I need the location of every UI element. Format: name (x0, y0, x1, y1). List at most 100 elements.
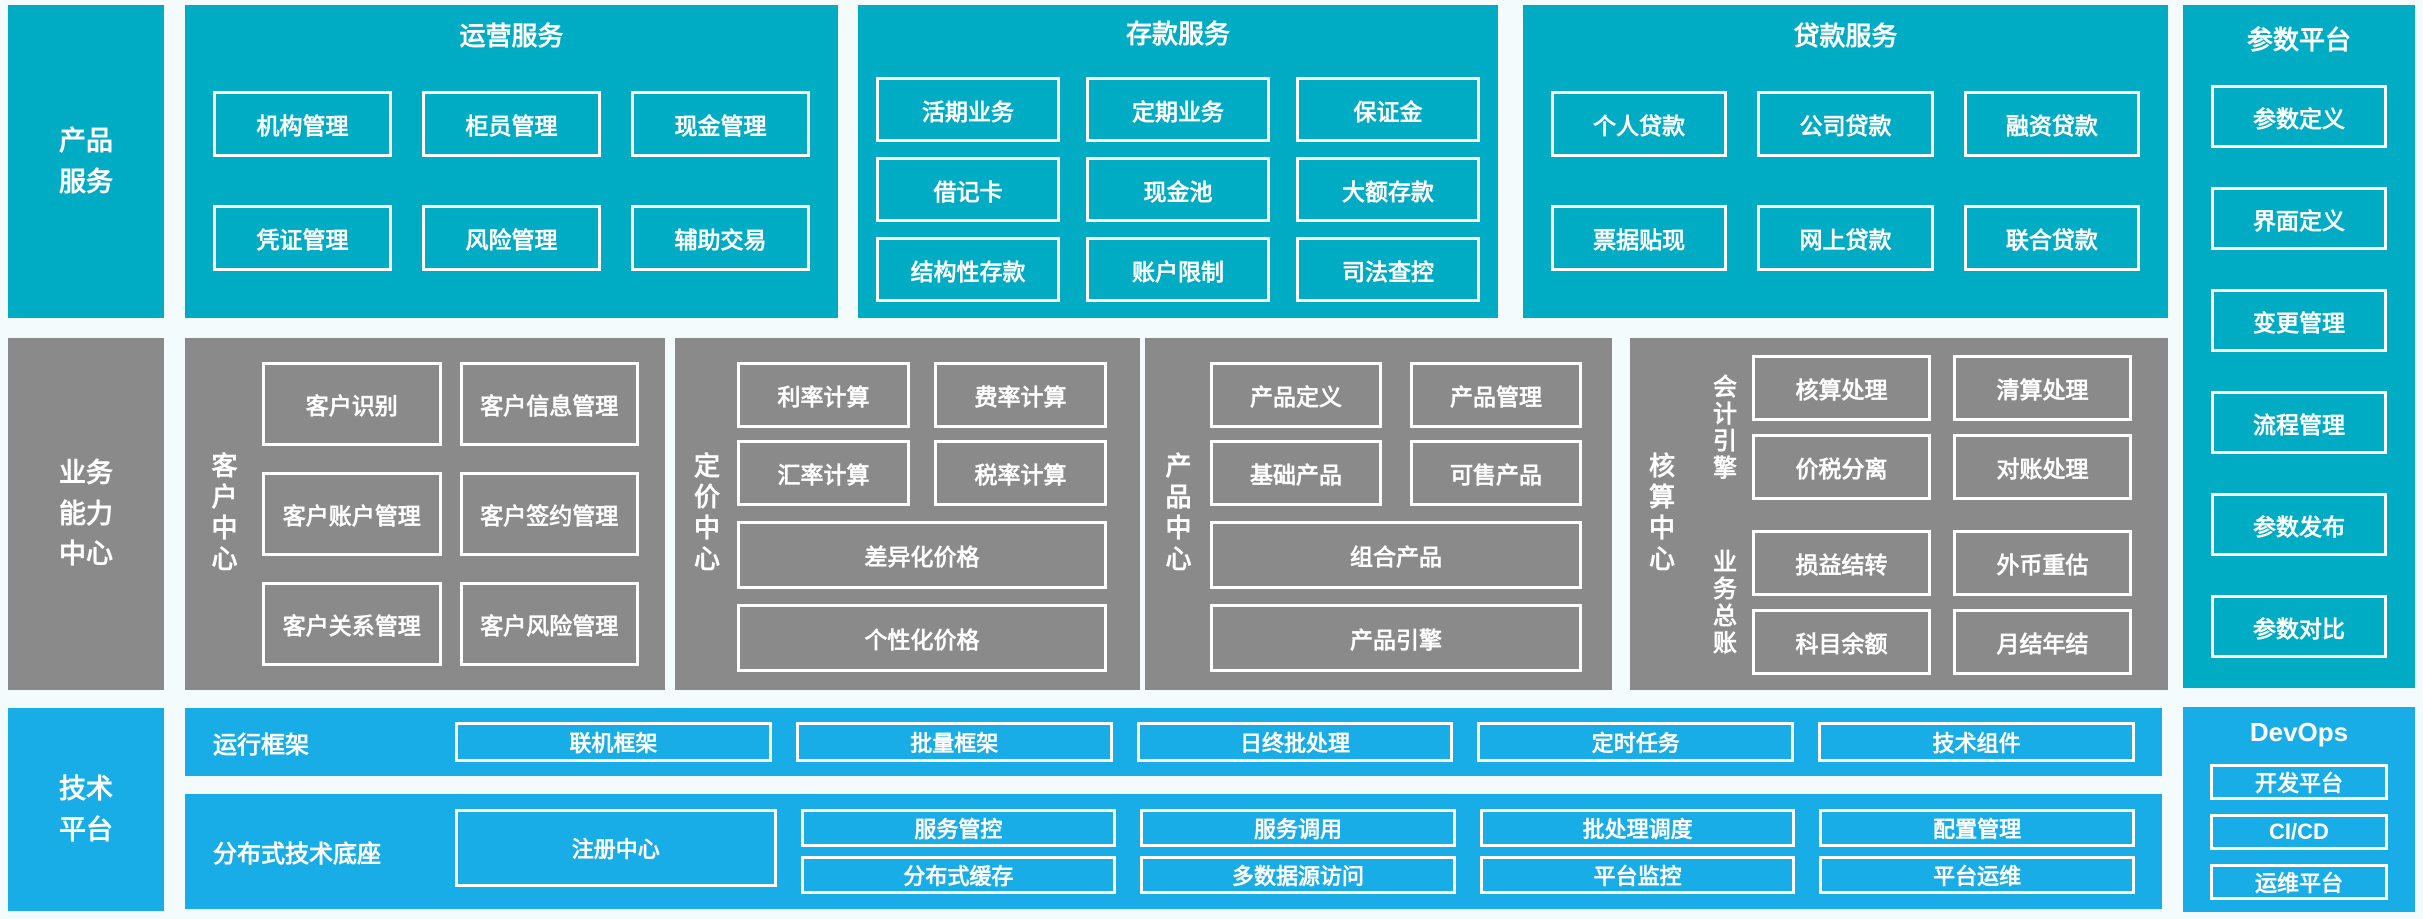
accounting-engine-item-box: 对账处理 (1953, 434, 2132, 500)
pricing-item-box: 汇率计算 (737, 440, 910, 506)
pricing-center-vertical-label: 定价中心 (690, 452, 721, 576)
section-accounting-center: 核算中心 会计引擎 核算处理 清算处理 价税分离 对账处理 业务总账 损 (1630, 338, 2168, 690)
deposit-item-box: 保证金 (1296, 77, 1480, 142)
accounting-engine-label-col: 会计引擎 (1692, 355, 1752, 500)
parameter-item-box: 变更管理 (2211, 289, 2387, 352)
product-center-item-box: 可售产品 (1410, 440, 1582, 506)
registry-center-box: 注册中心 (455, 809, 777, 887)
loan-item-box: 个人贷款 (1551, 91, 1728, 157)
loan-item-box: 网上贷款 (1757, 205, 1934, 271)
runtime-item-box: 日终批处理 (1136, 722, 1454, 762)
distributed-item-box: 配置管理 (1819, 809, 2135, 847)
loan-grid: 个人贷款 公司贷款 融资贷款 票据贴现 网上贷款 联合贷款 (1551, 91, 2140, 271)
section-pricing-center: 定价中心 利率计算 费率计算 汇率计算 税率计算 差异化价格 个性化价格 (675, 338, 1140, 690)
distributed-item-box: 分布式缓存 (800, 856, 1117, 894)
business-ledger-label-col: 业务总账 (1692, 530, 1752, 675)
operations-title: 运营服务 (459, 21, 564, 51)
devops-item-box: 运维平台 (2210, 864, 2388, 900)
operations-item-box: 辅助交易 (631, 205, 810, 271)
rail-business-capability-center: 业务能力中心 (8, 338, 164, 690)
runtime-framework-items: 联机框架 批量框架 日终批处理 定时任务 技术组件 (455, 722, 2135, 762)
section-operations-services: 运营服务 机构管理 柜员管理 现金管理 凭证管理 风险管理 辅助交易 (185, 5, 838, 318)
runtime-item-box: 批量框架 (795, 722, 1113, 762)
runtime-item-box: 定时任务 (1477, 722, 1795, 762)
devops-item-box: CI/CD (2210, 814, 2388, 850)
product-center-item-box: 基础产品 (1210, 440, 1382, 506)
bar-runtime-framework: 运行框架 联机框架 批量框架 日终批处理 定时任务 技术组件 (185, 708, 2162, 776)
loan-item-box: 票据贴现 (1551, 205, 1728, 271)
rail-technology-platform-label: 技术平台 (59, 774, 113, 845)
distributed-tech-base-items: 注册中心 服务管控 分布式缓存 服务调用 多数据源访问 批处理调度 平台监控 配… (455, 809, 2135, 894)
distributed-col: 服务调用 多数据源访问 (1140, 809, 1456, 894)
business-ledger-item-box: 科目余额 (1752, 609, 1931, 675)
business-ledger-item-box: 月结年结 (1953, 609, 2132, 675)
operations-grid: 机构管理 柜员管理 现金管理 凭证管理 风险管理 辅助交易 (213, 91, 810, 271)
business-ledger-vertical-label: 业务总账 (1708, 548, 1736, 657)
parameter-item-box: 参数定义 (2211, 85, 2387, 148)
product-center-item-box: 产品管理 (1410, 362, 1582, 428)
section-parameter-platform: 参数平台 参数定义 界面定义 变更管理 流程管理 参数发布 参数对比 (2183, 5, 2415, 688)
deposit-item-box: 定期业务 (1086, 77, 1270, 142)
operations-item-box: 现金管理 (631, 91, 810, 157)
operations-item-box: 凭证管理 (213, 205, 392, 271)
product-center-label-col: 产品中心 (1145, 338, 1210, 690)
customer-item-box: 客户信息管理 (459, 362, 639, 446)
distributed-col: 服务管控 分布式缓存 (800, 809, 1117, 894)
pricing-item-box: 利率计算 (737, 362, 910, 428)
parameter-item-box: 界面定义 (2211, 187, 2387, 250)
business-ledger-item-box: 外币重估 (1953, 530, 2132, 596)
distributed-tech-base-label: 分布式技术底座 (213, 841, 381, 868)
rail-product-services: 产品服务 (8, 5, 164, 318)
product-center-wide-box: 组合产品 (1210, 521, 1582, 589)
deposit-item-box: 司法查控 (1296, 237, 1480, 302)
deposit-item-box: 现金池 (1086, 157, 1270, 222)
customer-center-label-col: 客户中心 (185, 338, 262, 690)
pricing-content: 利率计算 费率计算 汇率计算 税率计算 差异化价格 个性化价格 (737, 362, 1107, 690)
product-center-grid: 产品定义 产品管理 基础产品 可售产品 (1210, 362, 1582, 506)
accounting-engine-grid: 核算处理 清算处理 价税分离 对账处理 (1752, 355, 2132, 500)
parameter-platform-title: 参数平台 (2246, 25, 2351, 55)
section-deposit-services: 存款服务 活期业务 定期业务 保证金 借记卡 现金池 大额存款 结构性存款 账户… (858, 5, 1498, 318)
pricing-center-label-col: 定价中心 (675, 338, 737, 690)
accounting-engine-item-box: 清算处理 (1953, 355, 2132, 421)
deposit-item-box: 账户限制 (1086, 237, 1270, 302)
runtime-item-box: 技术组件 (1818, 722, 2135, 762)
accounting-engine-vertical-label: 会计引擎 (1708, 373, 1736, 482)
customer-item-box: 客户风险管理 (459, 582, 639, 666)
operations-item-box: 机构管理 (213, 91, 392, 157)
deposit-item-box: 借记卡 (876, 157, 1060, 222)
business-ledger-grid: 损益结转 外币重估 科目余额 月结年结 (1752, 530, 2132, 675)
accounting-center-label-col: 核算中心 (1630, 338, 1692, 690)
deposit-item-box: 活期业务 (876, 77, 1060, 142)
loan-item-box: 公司贷款 (1757, 91, 1934, 157)
product-center-vertical-label: 产品中心 (1162, 452, 1192, 576)
customer-item-box: 客户账户管理 (262, 472, 442, 556)
distributed-item-box: 批处理调度 (1479, 809, 1796, 847)
deposit-item-box: 结构性存款 (876, 237, 1060, 302)
distributed-col: 配置管理 平台运维 (1819, 809, 2135, 894)
rail-business-capability-label: 业务能力中心 (59, 458, 113, 570)
business-ledger-group: 业务总账 损益结转 外币重估 科目余额 月结年结 (1692, 530, 2132, 675)
rail-product-services-label: 产品服务 (59, 126, 113, 197)
distributed-item-box: 多数据源访问 (1140, 856, 1456, 894)
operations-item-box: 柜员管理 (422, 91, 601, 157)
accounting-engine-item-box: 核算处理 (1752, 355, 1931, 421)
deposit-title: 存款服务 (1125, 19, 1230, 49)
bar-distributed-tech-base: 分布式技术底座 注册中心 服务管控 分布式缓存 服务调用 多数据源访问 批处理调… (185, 794, 2162, 909)
accounting-engine-group: 会计引擎 核算处理 清算处理 价税分离 对账处理 (1692, 355, 2132, 500)
deposit-item-box: 大额存款 (1296, 157, 1480, 222)
customer-grid: 客户识别 客户信息管理 客户账户管理 客户签约管理 客户关系管理 客户风险管理 (262, 362, 639, 690)
devops-list: 开发平台 CI/CD 运维平台 (2210, 764, 2388, 900)
customer-item-box: 客户签约管理 (459, 472, 639, 556)
parameter-item-box: 参数发布 (2211, 493, 2387, 556)
distributed-item-box: 平台运维 (1819, 856, 2135, 894)
loan-item-box: 联合贷款 (1963, 205, 2140, 271)
distributed-item-box: 服务管控 (800, 809, 1117, 847)
pricing-wide-box: 个性化价格 (737, 604, 1107, 672)
runtime-framework-label: 运行框架 (213, 731, 309, 759)
section-product-center: 产品中心 产品定义 产品管理 基础产品 可售产品 组合产品 产品引擎 (1145, 338, 1612, 690)
distributed-col: 批处理调度 平台监控 (1479, 809, 1796, 894)
parameter-platform-list: 参数定义 界面定义 变更管理 流程管理 参数发布 参数对比 (2211, 85, 2387, 658)
rail-technology-platform: 技术平台 (8, 708, 164, 911)
